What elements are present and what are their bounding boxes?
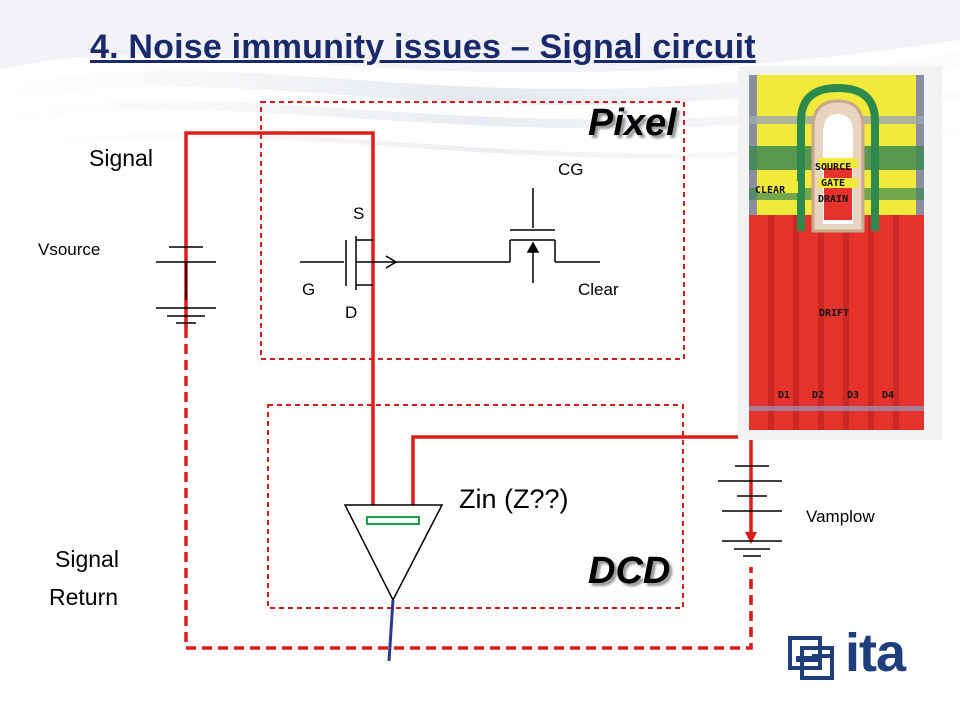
ita-logo-text: ita — [845, 623, 906, 683]
chip-d2-label: D2 — [812, 390, 825, 401]
clear-transistor — [509, 188, 600, 283]
dcd-box — [267, 404, 684, 609]
chip-gate-label: GATE — [821, 178, 846, 189]
chip-d4-label: D4 — [882, 390, 895, 401]
signal-wire — [184, 131, 375, 519]
depfet-transistor — [300, 236, 510, 290]
gate-label: G — [302, 280, 316, 299]
pixel-layout-image — [738, 66, 942, 440]
clear-label: Clear — [578, 280, 619, 299]
chip-clear-label: CLEAR — [755, 185, 786, 196]
ita-logo-icon — [788, 636, 834, 680]
amp-input-wire — [411, 435, 753, 540]
source-label: S — [353, 204, 365, 223]
chip-drain-label: DRAIN — [818, 194, 849, 205]
chip-d3-label: D3 — [847, 390, 860, 401]
slide-title: 4. Noise immunity issues – Signal circui… — [90, 28, 756, 66]
pixel-box-title: Pixel — [588, 102, 677, 144]
signal-return-label-1: Signal — [55, 546, 119, 572]
vamplow-battery — [718, 465, 782, 557]
amp-input-pad — [366, 516, 420, 525]
cg-label: CG — [558, 160, 584, 179]
signal-return-label-2: Return — [49, 584, 119, 610]
vamplow-arrow — [745, 532, 757, 544]
signal-label: Signal — [89, 145, 153, 171]
vsource-label: Vsource — [38, 240, 101, 259]
vsource-battery — [156, 246, 216, 324]
dcd-box-title: DCD — [588, 550, 671, 592]
amp-output-wire — [387, 599, 395, 662]
vamplow-label: Vamplow — [806, 507, 875, 526]
drain-label: D — [345, 303, 358, 322]
pixel-box — [260, 101, 685, 360]
signal-return-wire — [184, 328, 753, 650]
chip-source-label: SOURCE — [815, 162, 852, 173]
amplifier-triangle — [343, 504, 444, 602]
zin-label: Zin (Z??) — [459, 484, 569, 514]
chip-drift-label: DRIFT — [819, 308, 850, 319]
chip-d1-label: D1 — [778, 390, 791, 401]
